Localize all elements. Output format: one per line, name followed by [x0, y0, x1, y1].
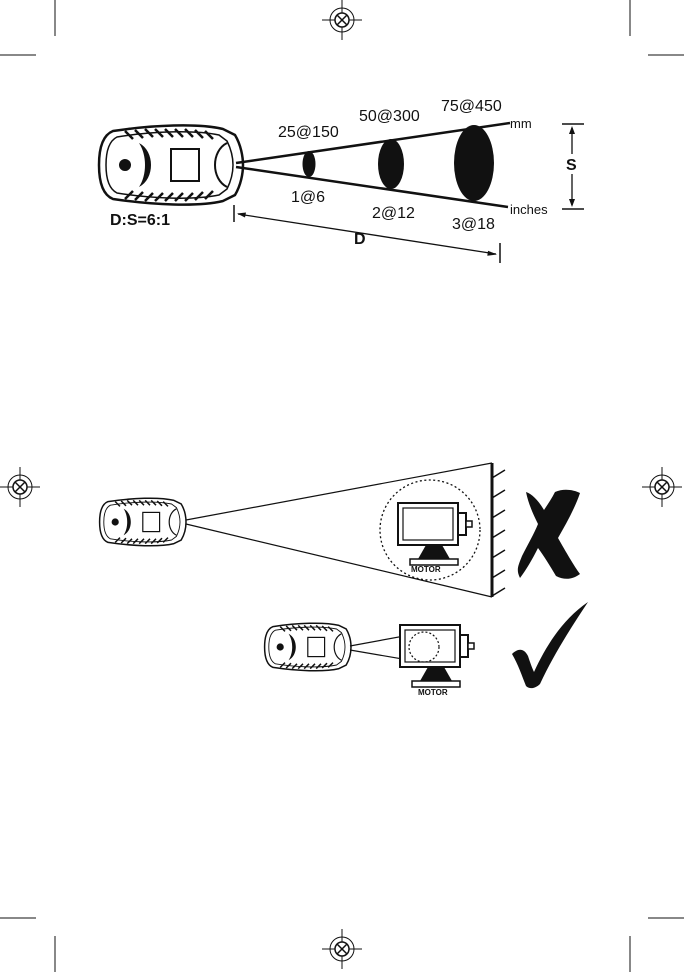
beam-upper-edge [185, 462, 493, 521]
motor-label: MOTOR [411, 565, 441, 574]
measurement-spot [408, 631, 440, 663]
thermometer-device-icon [98, 497, 187, 547]
spot-inch-label: 2@12 [372, 205, 415, 222]
spot-inch-label: 1@6 [291, 189, 325, 206]
spot-large [454, 125, 494, 201]
spot-mm-label: 25@150 [278, 124, 339, 141]
units-mm-label: mm [510, 116, 532, 131]
distance-label: D [354, 231, 366, 248]
beam-lower-edge [235, 165, 509, 209]
spot-medium [378, 139, 404, 189]
incorrect-measurement-example: MOTOR [98, 462, 580, 598]
spot-small [302, 151, 316, 177]
registration-mark-icon [321, 0, 363, 41]
units-inches-label: inches [510, 202, 548, 217]
spot-size-label: S [566, 157, 577, 174]
motor-icon [399, 624, 475, 688]
spot-inch-label: 3@18 [452, 216, 495, 233]
measurement-spot [379, 479, 481, 581]
registration-mark-icon [0, 466, 41, 508]
spot-mm-label: 75@450 [441, 98, 502, 115]
registration-mark-icon [321, 928, 363, 970]
registration-mark-icon [641, 466, 683, 508]
thermometer-device-icon [263, 622, 352, 672]
ratio-label: D:S=6:1 [110, 212, 170, 229]
motor-icon [397, 502, 473, 566]
beam-upper-edge [235, 121, 511, 165]
thermometer-device-icon [97, 124, 245, 206]
correct-measurement-example: MOTOR [263, 602, 588, 697]
cross-mark-icon [517, 489, 580, 579]
spot-dimension [562, 123, 584, 210]
spot-mm-label: 50@300 [359, 108, 420, 125]
beam-lower-edge [185, 523, 493, 598]
distance-to-spot-diagram: 25@150 50@300 75@450 mm 1@6 2@12 3@18 in… [97, 98, 584, 263]
check-mark-icon [512, 602, 588, 689]
motor-label: MOTOR [418, 688, 448, 697]
distance-dimension [233, 205, 501, 263]
